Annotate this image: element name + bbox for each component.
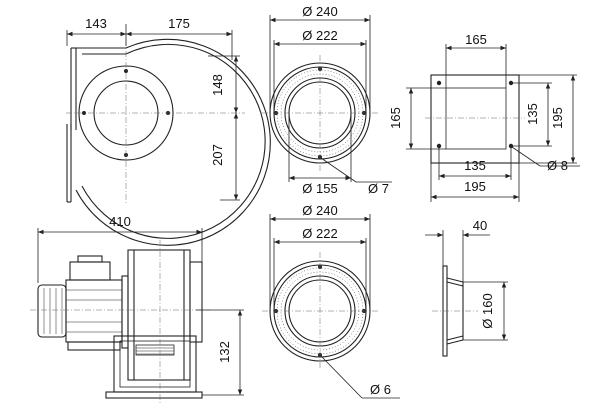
dim-hole-6: Ø 6 <box>370 382 391 397</box>
dim-hole-7: Ø 7 <box>368 181 389 196</box>
dim-410: 410 <box>109 214 131 229</box>
dim-175: 175 <box>168 16 190 31</box>
dim-dia-240-a: Ø 240 <box>302 4 337 19</box>
dim-165-left: 165 <box>388 107 403 129</box>
dim-195-v: 195 <box>550 107 565 129</box>
dim-dia-222-a: Ø 222 <box>302 28 337 43</box>
outlet-ring-view: Ø 240 Ø 222 Ø 6 <box>262 203 400 399</box>
dim-40: 40 <box>473 218 487 233</box>
dim-132: 132 <box>217 341 232 363</box>
outlet-flange-view: 165 165 135 195 135 195 Ø 8 <box>388 32 580 202</box>
dim-148: 148 <box>210 74 225 96</box>
dim-135-v: 135 <box>525 103 540 125</box>
dim-dia-222-b: Ø 222 <box>302 226 337 241</box>
flange-profile-view: 40 Ø 160 <box>425 218 508 357</box>
front-view: 410 132 <box>30 214 244 404</box>
side-view: 143 175 148 207 <box>66 16 271 246</box>
dim-135-h: 135 <box>464 158 486 173</box>
dim-dia-155: Ø 155 <box>302 181 337 196</box>
dim-dia-240-b: Ø 240 <box>302 203 337 218</box>
dim-165-top: 165 <box>465 32 487 47</box>
dim-143: 143 <box>85 16 107 31</box>
dim-dia-160: Ø 160 <box>480 293 495 328</box>
inlet-flange-view: Ø 240 Ø 222 Ø 155 Ø 7 <box>262 4 392 196</box>
dim-195-h: 195 <box>464 179 486 194</box>
dim-207: 207 <box>210 144 225 166</box>
dim-hole-8: Ø 8 <box>547 158 568 173</box>
